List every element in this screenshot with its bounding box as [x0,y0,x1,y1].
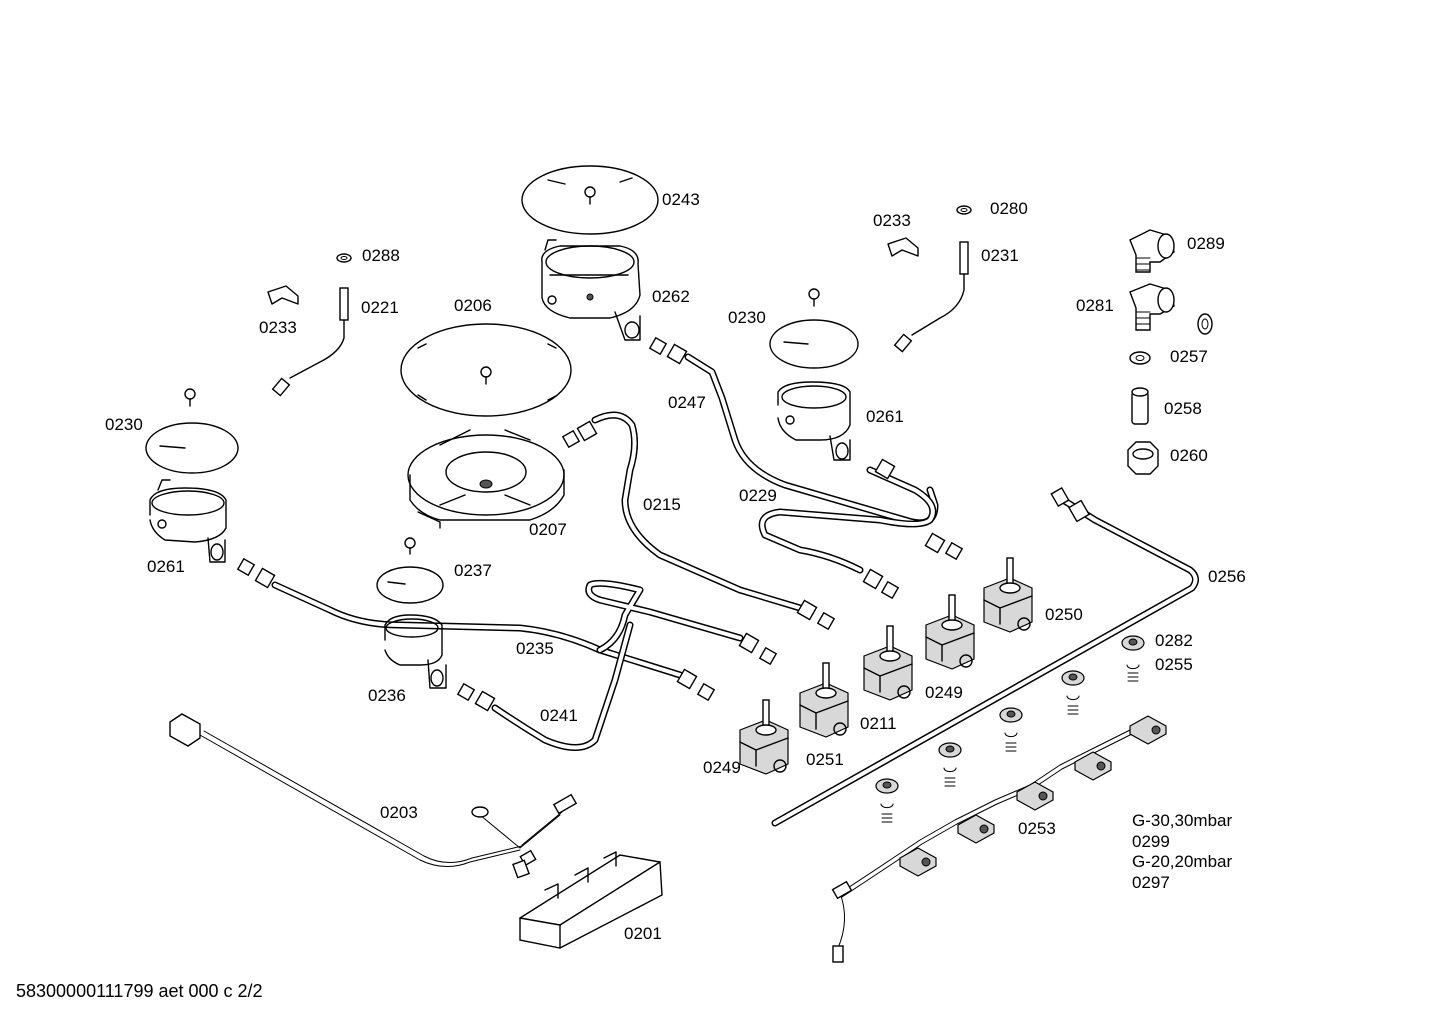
small-burner-group [376,537,447,689]
part-label: 0256 [1208,567,1246,586]
gas-note-line: G-30,30mbar [1132,811,1233,830]
part-label: 0281 [1076,296,1114,315]
part-label: 0231 [981,246,1019,265]
top-burner-group [521,165,659,341]
part-label: 0233 [873,211,911,230]
part-label: 0261 [866,407,904,426]
part-label: 0229 [739,486,777,505]
gas-note-line: 0297 [1132,872,1170,892]
part-label: 0250 [1045,605,1083,624]
part-label: 0230 [105,415,143,434]
part-label: 0249 [703,758,741,777]
gas-note-line: G-20,20mbar [1132,852,1233,871]
pipe-fittings [236,336,1091,712]
part-label: 0288 [362,246,400,265]
part-label: 0203 [380,803,418,822]
inlet-fittings [1127,229,1213,475]
part-label: 0253 [1018,819,1056,838]
part-label: 0233 [259,318,297,337]
gas-type-note: G-30,30mbar 0299 G-20,20mbar 0297 [1132,811,1232,893]
gas-pipes [271,353,1199,827]
part-label: 0237 [454,561,492,580]
part-label: 0201 [624,924,662,943]
gas-note-line: 0299 [1132,831,1170,851]
part-label: 0260 [1170,446,1208,465]
part-label: 0207 [529,520,567,539]
left-burner-group [145,388,239,563]
part-label: 0221 [361,298,399,317]
part-label: 0282 [1155,631,1193,650]
part-label: 0262 [652,287,690,306]
right-burner-group [769,288,859,461]
mains-cable [169,713,578,879]
part-label: 0261 [147,557,185,576]
gas-valves [739,557,1033,775]
part-label: 0211 [860,714,897,733]
part-label: 0255 [1155,655,1193,674]
document-footer: 58300000111799 aet 000 c 2/2 [16,981,263,1001]
part-label: 0235 [516,639,554,658]
part-label: 0247 [668,393,706,412]
large-burner-group [400,323,572,529]
part-label: 0243 [662,190,700,209]
part-label: 0236 [368,686,406,705]
part-label: 0257 [1170,347,1208,366]
part-label: 0215 [643,495,681,514]
part-label: 0289 [1187,234,1225,253]
switch-harness [831,715,1167,963]
electrodes [267,205,972,397]
valve-nuts-springs [875,635,1145,823]
part-label: 0249 [925,683,963,702]
part-label: 0230 [728,308,766,327]
spark-module [519,851,663,949]
part-label: 0280 [990,199,1028,218]
part-label: 0206 [454,296,492,315]
part-label: 0251 [806,750,844,769]
part-label: 0241 [540,706,578,725]
part-label: 0258 [1164,399,1202,418]
